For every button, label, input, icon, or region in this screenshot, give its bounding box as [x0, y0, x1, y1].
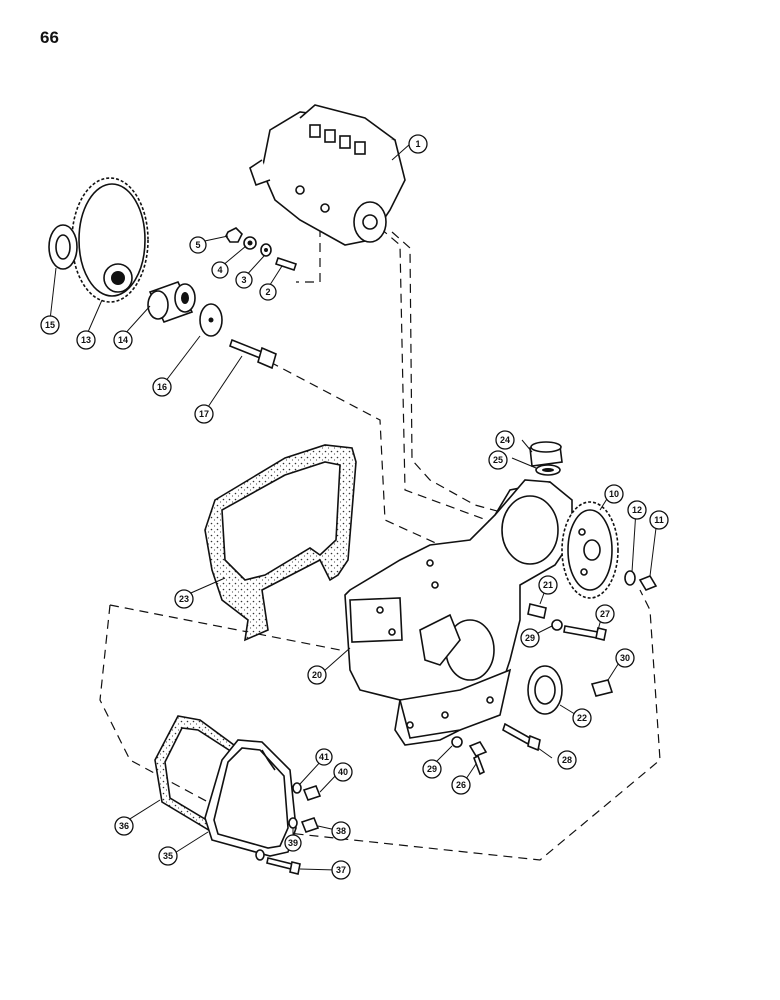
- crankshaft-oil-seal: [527, 665, 563, 715]
- svg-text:27: 27: [600, 609, 610, 619]
- svg-text:21: 21: [543, 580, 553, 590]
- svg-text:29: 29: [427, 764, 437, 774]
- svg-text:28: 28: [562, 755, 572, 765]
- cover-bolt-long: [266, 857, 301, 875]
- callout-12: 12: [627, 500, 647, 520]
- svg-text:14: 14: [118, 335, 128, 345]
- svg-text:20: 20: [312, 670, 322, 680]
- svg-text:11: 11: [654, 515, 664, 525]
- callout-36: 36: [114, 816, 134, 836]
- callout-26: 26: [451, 775, 471, 795]
- svg-text:13: 13: [81, 335, 91, 345]
- callout-14: 14: [113, 330, 133, 350]
- callout-39: 39: [284, 834, 302, 852]
- timing-gear-housing: [344, 479, 573, 746]
- svg-text:40: 40: [338, 767, 348, 777]
- callout-2: 2: [259, 283, 277, 301]
- callout-4: 4: [211, 261, 229, 279]
- svg-text:26: 26: [456, 780, 466, 790]
- callout-11: 11: [649, 510, 669, 530]
- gear-hub: [147, 281, 196, 323]
- svg-text:30: 30: [620, 653, 630, 663]
- svg-text:35: 35: [163, 851, 173, 861]
- idler-gear: [561, 501, 619, 599]
- cover-washer-mid: [288, 817, 298, 829]
- cover-washer-lower: [255, 849, 265, 861]
- svg-text:39: 39: [288, 838, 298, 848]
- svg-text:1: 1: [415, 139, 420, 149]
- callout-21: 21: [538, 575, 558, 595]
- callout-28: 28: [557, 750, 577, 770]
- housing-bolt-short: [468, 741, 488, 776]
- callout-1: 1: [408, 134, 428, 154]
- svg-text:4: 4: [217, 265, 222, 275]
- callout-3: 3: [235, 271, 253, 289]
- callout-13: 13: [76, 330, 96, 350]
- housing-bolt-lower: [502, 722, 541, 752]
- housing-bolt-long: [563, 625, 607, 641]
- svg-text:2: 2: [265, 287, 270, 297]
- callout-20: 20: [307, 665, 327, 685]
- hub-washer: [199, 303, 223, 337]
- svg-text:5: 5: [195, 240, 200, 250]
- callout-38: 38: [331, 821, 351, 841]
- dowel-pin: [527, 603, 547, 619]
- svg-text:29: 29: [525, 633, 535, 643]
- svg-text:3: 3: [241, 275, 246, 285]
- stud-nut-washer-set: [225, 227, 298, 272]
- svg-text:24: 24: [500, 435, 510, 445]
- callout-5: 5: [189, 236, 207, 254]
- callout-25: 25: [488, 450, 508, 470]
- svg-text:12: 12: [632, 505, 642, 515]
- svg-text:41: 41: [319, 752, 329, 762]
- timing-cover-gasket: [204, 444, 357, 642]
- callout-17: 17: [194, 404, 214, 424]
- svg-text:36: 36: [119, 821, 129, 831]
- svg-text:37: 37: [336, 865, 346, 875]
- svg-text:25: 25: [493, 455, 503, 465]
- fill-cap: [529, 441, 563, 467]
- assembly-lines: [99, 227, 661, 861]
- cover-bolt-upper: [302, 785, 322, 801]
- callout-30: 30: [615, 648, 635, 668]
- callout-37: 37: [331, 860, 351, 880]
- callout-29-lower: 29: [422, 759, 442, 779]
- callout-35: 35: [158, 846, 178, 866]
- idler-shaft-washer: [551, 619, 563, 631]
- page-number: 66: [40, 28, 59, 47]
- callout-41: 41: [315, 748, 333, 766]
- svg-text:17: 17: [199, 409, 209, 419]
- svg-text:22: 22: [577, 713, 587, 723]
- svg-text:10: 10: [609, 489, 619, 499]
- cover-washer-upper: [292, 782, 302, 794]
- callout-15: 15: [40, 315, 60, 335]
- callout-22: 22: [572, 708, 592, 728]
- cover-bolt-mid: [300, 817, 320, 833]
- svg-text:16: 16: [157, 382, 167, 392]
- cap-gasket: [535, 464, 561, 476]
- svg-text:38: 38: [336, 826, 346, 836]
- callout-40: 40: [333, 762, 353, 782]
- camshaft-gear: [71, 177, 149, 303]
- idler-washer: [624, 570, 636, 586]
- thrust-washer: [48, 224, 78, 270]
- callout-24: 24: [495, 430, 515, 450]
- callout-27: 27: [595, 604, 615, 624]
- callout-29-upper: 29: [520, 628, 540, 648]
- callout-16: 16: [152, 377, 172, 397]
- svg-text:23: 23: [179, 594, 189, 604]
- dowel-sleeve: [590, 679, 614, 697]
- svg-text:15: 15: [45, 320, 55, 330]
- cover-plate: [204, 739, 297, 857]
- idler-bolt: [638, 575, 658, 591]
- callout-10: 10: [604, 484, 624, 504]
- lower-washer: [451, 736, 463, 748]
- callout-23: 23: [174, 589, 194, 609]
- hub-bolt: [229, 338, 277, 370]
- injection-pump: [249, 104, 406, 246]
